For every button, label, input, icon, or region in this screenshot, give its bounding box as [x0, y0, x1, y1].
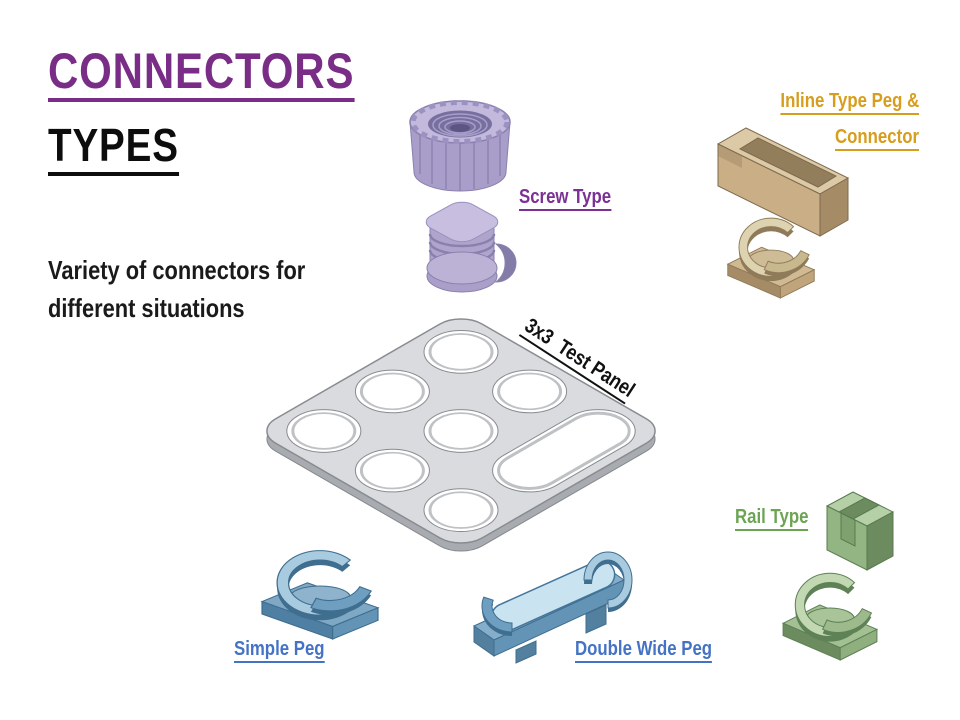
screw-type-label[interactable]: Screw Type — [519, 186, 612, 211]
description-text: Variety of connectors for different situ… — [48, 255, 306, 323]
simple-peg-label-wrap: Simple Peg — [234, 638, 342, 663]
inline-bracket-image — [716, 127, 850, 237]
test-panel-image — [243, 305, 678, 570]
inline-type-label-line2[interactable]: Connector — [835, 126, 919, 151]
simple-peg-image — [262, 550, 378, 639]
rail-type-label[interactable]: Rail Type — [735, 506, 809, 531]
rail-label-wrap: Rail Type — [735, 506, 822, 531]
title-connectors: CONNECTORS — [48, 46, 355, 102]
slide-description: Variety of connectors for different situ… — [48, 252, 393, 327]
simple-peg-label[interactable]: Simple Peg — [234, 638, 325, 663]
screw-cap-image — [412, 198, 517, 293]
rail-clip-image — [783, 573, 877, 660]
page-title: CONNECTORS — [48, 46, 413, 102]
double-wide-peg-label-wrap: Double Wide Peg — [575, 638, 738, 663]
page-subtitle-heading: TYPES — [48, 122, 204, 176]
double-wide-peg-label[interactable]: Double Wide Peg — [575, 638, 713, 663]
rail-block-image — [825, 491, 895, 571]
inline-clip-image — [727, 218, 815, 298]
screw-ring-nut-image — [409, 100, 511, 192]
inline-type-label-line1[interactable]: Inline Type Peg & — [780, 90, 919, 115]
inline-label-wrap: Inline Type Peg & Connector — [703, 90, 919, 162]
title-types: TYPES — [48, 122, 179, 176]
screw-type-label-wrap: Screw Type — [519, 186, 629, 211]
double-wide-peg-image — [473, 551, 633, 664]
